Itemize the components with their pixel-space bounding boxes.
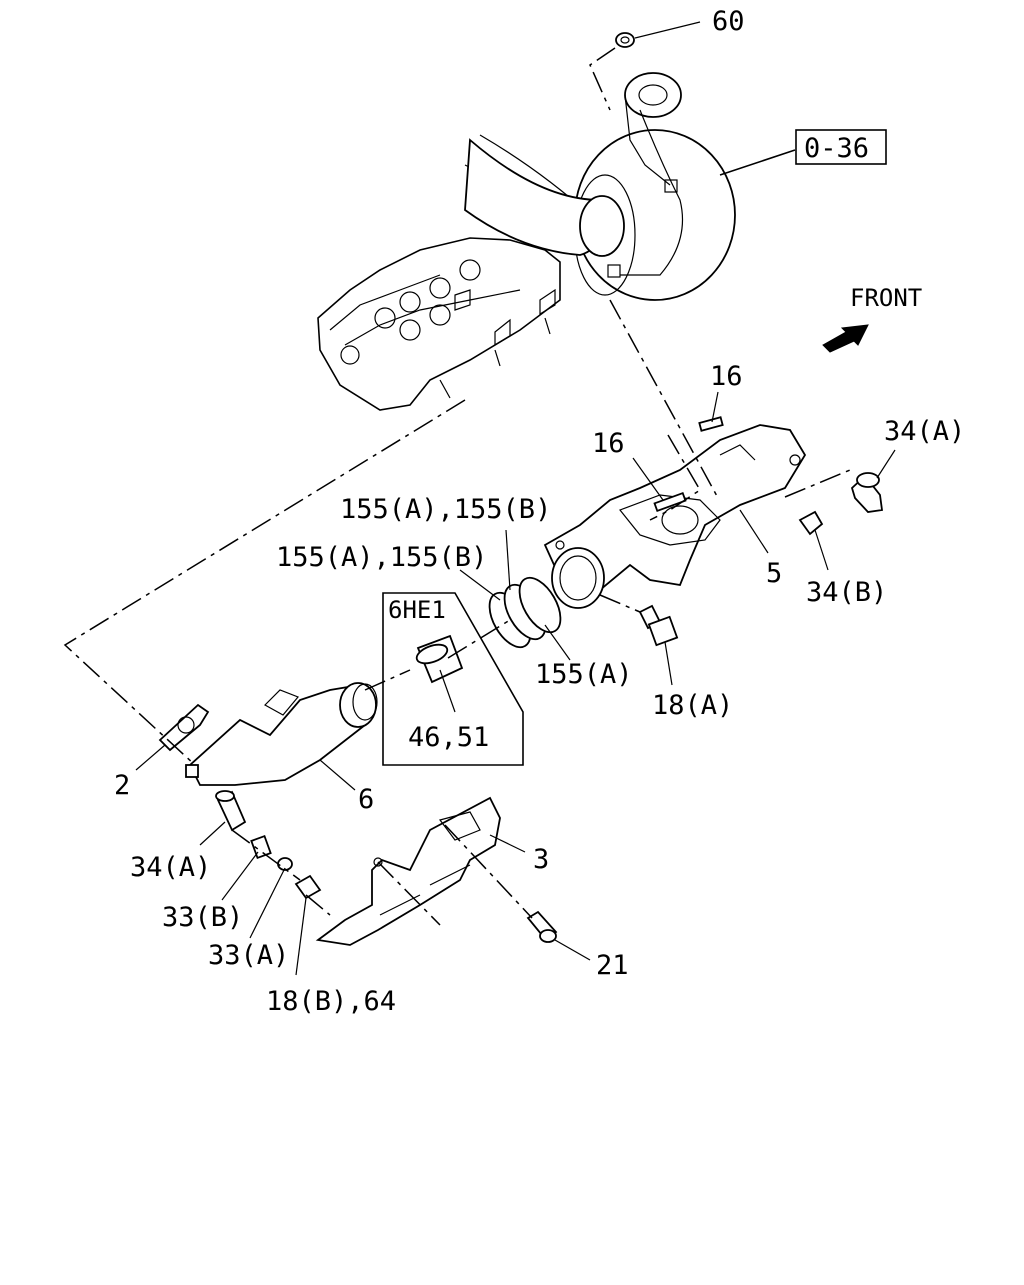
pipe-6-part xyxy=(185,682,378,786)
assembly-lines xyxy=(63,47,851,926)
leader-lines xyxy=(135,21,896,976)
callout-155ab-top: 155(A),155(B) xyxy=(340,494,551,525)
callout-16-upper: 16 xyxy=(710,361,743,392)
callout-34b-right: 34(B) xyxy=(806,577,887,608)
gasket-2-part xyxy=(158,703,210,752)
nut-60-part xyxy=(615,32,635,48)
exhaust-pipe-5-part xyxy=(543,424,807,609)
stud-16-parts xyxy=(653,416,724,513)
callout-60: 60 xyxy=(712,6,745,37)
callout-6: 6 xyxy=(358,784,374,815)
callout-5: 5 xyxy=(766,558,782,589)
callout-3: 3 xyxy=(533,844,549,875)
callout-33b: 33(B) xyxy=(162,902,243,933)
bolt-18a-part xyxy=(638,604,679,647)
fastener-stack-parts xyxy=(215,790,322,900)
cylinder-head-drawing xyxy=(317,134,591,411)
svg-text:0-36: 0-36 xyxy=(804,133,869,164)
callout-33a: 33(A) xyxy=(208,940,289,971)
bolt-21-part xyxy=(526,910,558,943)
variant-6he1-box: 6HE1 xyxy=(382,592,524,766)
callout-labels: 60 16 16 34(A) 34(B) 155(A),155(B) 155(A… xyxy=(114,6,965,1017)
callout-155a: 155(A) xyxy=(535,659,633,690)
reference-box-0-36: 0-36 xyxy=(795,129,887,165)
callout-2: 2 xyxy=(114,770,130,801)
turbocharger-drawing xyxy=(464,72,796,301)
heat-shield-3-part xyxy=(315,796,501,946)
callout-16-lower: 16 xyxy=(592,428,625,459)
callout-155ab-left: 155(A),155(B) xyxy=(276,542,487,573)
callout-18a: 18(A) xyxy=(652,690,733,721)
callout-21: 21 xyxy=(596,950,629,981)
seal-rings-155-parts xyxy=(488,576,562,649)
collar-34-right-parts xyxy=(798,472,884,536)
variant-label: 6HE1 xyxy=(388,596,446,624)
callout-34a-left: 34(A) xyxy=(130,852,211,883)
callout-34a-right: 34(A) xyxy=(884,416,965,447)
front-arrow-icon xyxy=(822,324,869,353)
callout-46-51: 46,51 xyxy=(408,722,489,753)
callout-18b-64: 18(B),64 xyxy=(266,986,396,1017)
front-label: FRONT xyxy=(850,284,922,312)
